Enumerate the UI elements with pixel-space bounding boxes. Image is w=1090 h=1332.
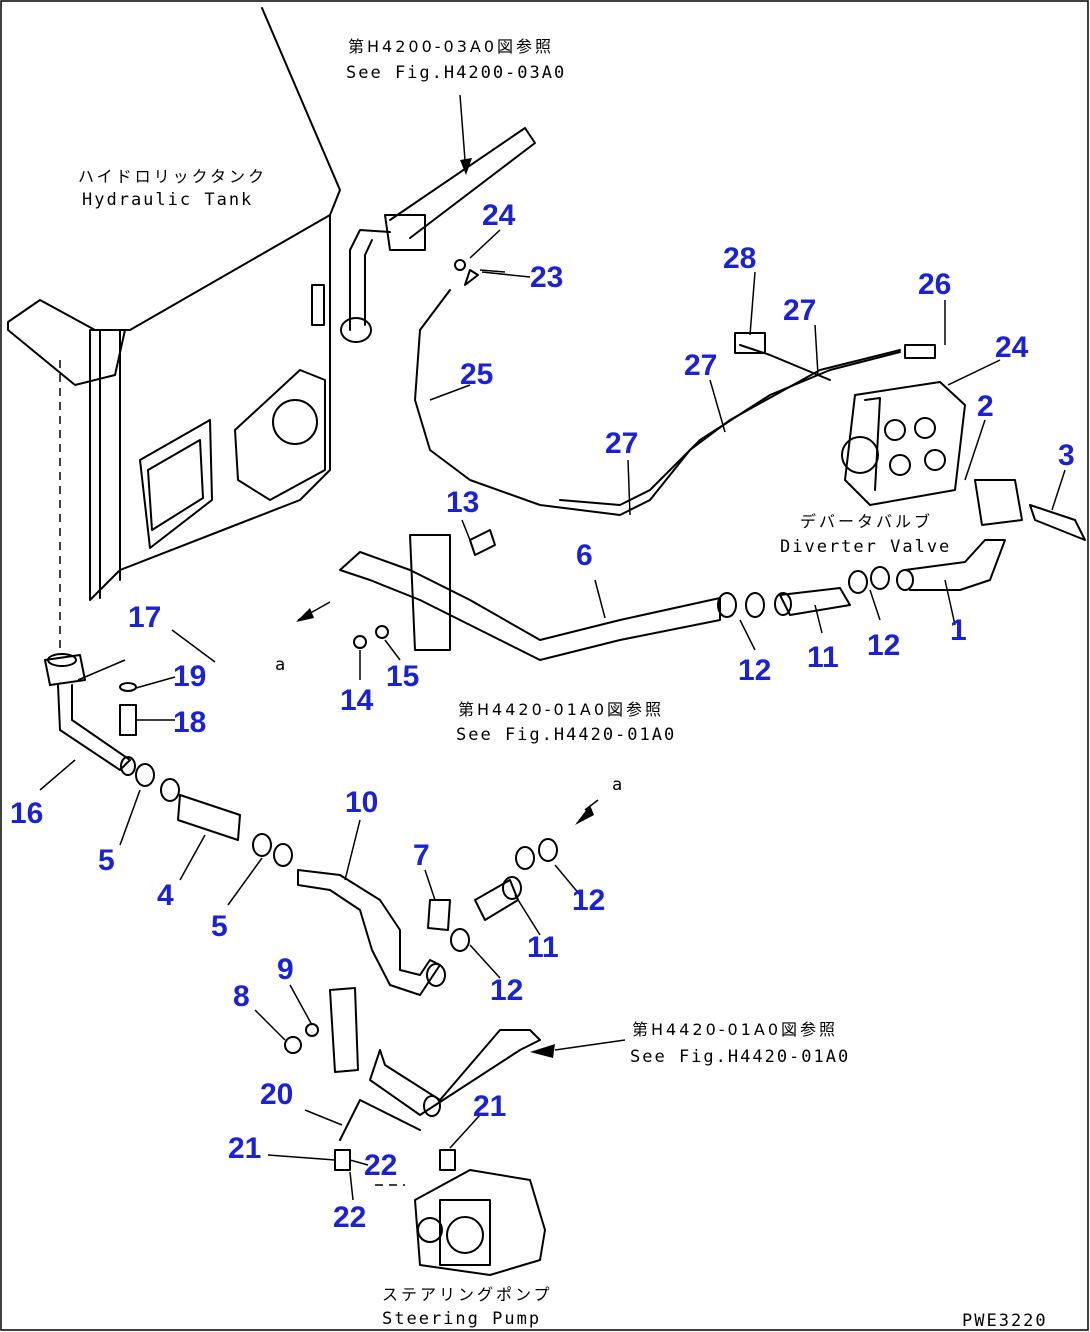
bolt-28 [739,344,831,381]
bolt-13 [469,529,496,556]
pipe-1 [904,539,1006,591]
ref-low-en-label: See Fig.H4420-01A0 [630,1047,850,1067]
clamp-plate-13 [409,534,451,651]
callout-19: 19 [173,660,206,693]
callout-22a: 22 [364,1149,397,1182]
pump-en-label: Steering Pump [382,1309,541,1329]
callout-5a: 5 [98,844,115,877]
pipe-10 [297,869,441,996]
callout-27b: 27 [684,349,717,382]
callout-12b: 12 [867,629,900,662]
washer-15 [375,625,389,639]
callout-18: 18 [173,706,206,739]
callout-12c: 12 [572,884,605,917]
mark-a-upper: a [275,655,287,675]
callout-13: 13 [446,486,479,519]
callout-4: 4 [157,879,174,912]
callout-24a: 24 [482,199,516,232]
nut-14 [353,635,367,649]
washer-9 [305,1023,319,1037]
ref-mid-jp-label: 第H4420-01A0図参照 [458,700,664,719]
fitting-23 [464,269,479,286]
callout-23: 23 [530,261,563,294]
hydraulic-tank [89,7,341,601]
bolt-3 [1029,504,1086,541]
callout-2: 2 [977,390,994,423]
callout-5b: 5 [211,910,228,943]
pump-jp-label: ステアリングポンプ [382,1285,553,1304]
mark-a-lower: a [612,775,624,795]
callout-11b: 11 [527,931,559,964]
pipe-27 [559,351,901,506]
oring-24 [454,259,466,271]
fitting-26 [904,344,936,359]
callout-22b: 22 [333,1201,366,1234]
callout-17: 17 [128,601,161,634]
callout-16: 16 [10,797,43,830]
callout-12d: 12 [490,974,523,1007]
callout-1: 1 [950,614,967,647]
callout-12a: 12 [738,654,771,687]
ref-top-jp-label: 第H4200-03A0図参照 [348,37,554,56]
callout-21a: 21 [228,1132,261,1165]
hose-4 [135,763,293,867]
callout-26: 26 [918,268,951,301]
ref-top-en-label: See Fig.H4200-03A0 [346,63,566,83]
leader-lines [39,229,1066,1201]
callout-8: 8 [233,980,250,1013]
bolt-7 [427,899,451,931]
washer-19 [119,682,137,692]
valve-jp-label: デバータバルブ [800,512,933,531]
callout-24b: 24 [995,331,1029,364]
ref-low-jp-label: 第H4420-01A0図参照 [632,1020,838,1039]
pipe-6 [339,551,721,661]
tank-bracket [7,299,126,667]
clamp-plate-9 [329,987,359,1073]
callout-10: 10 [345,786,378,819]
callout-15: 15 [386,660,419,693]
pipe-16 [44,654,136,776]
callout-27a: 27 [783,294,816,327]
steering-pump [414,1169,546,1276]
hose-20 [339,1099,421,1141]
drawing-code: PWE3220 [962,1311,1048,1331]
diverter-valve [841,381,966,506]
tank-en-label: Hydraulic Tank [82,190,253,210]
callout-14: 14 [340,684,374,717]
callout-28: 28 [723,242,756,275]
callout-6: 6 [576,539,593,572]
fitting-21 [334,1149,351,1171]
hose-11-lower [426,838,558,987]
callout-27c: 27 [605,427,638,460]
callout-21b: 21 [473,1090,506,1123]
pipe-lower [369,1029,541,1116]
valve-en-label: Diverter Valve [780,537,951,557]
callout-3: 3 [1058,439,1075,472]
callout-9: 9 [277,953,294,986]
bolt-18 [119,704,137,736]
callout-20: 20 [260,1078,293,1111]
tank-jp-label: ハイドロリックタンク [78,167,267,186]
fitting-21b [439,1149,456,1171]
pipe-top [340,94,536,343]
nut-8 [284,1036,302,1054]
callout-25: 25 [460,358,493,391]
callout-7: 7 [413,839,430,872]
flange-2 [974,479,1023,526]
ref-mid-en-label: See Fig.H4420-01A0 [456,725,676,745]
callout-11a: 11 [807,641,839,674]
hose-11-upper [717,566,890,618]
